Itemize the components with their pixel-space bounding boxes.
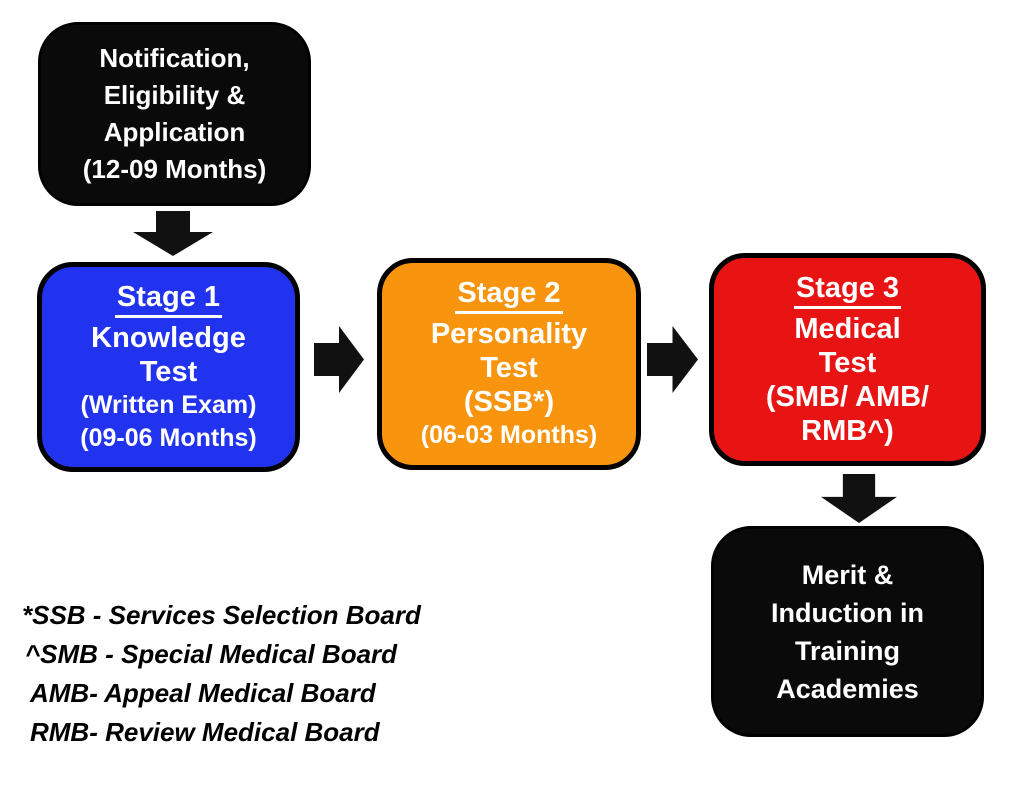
merit-line: Induction in [771,597,924,628]
stage2-title: Stage 2 [455,276,563,314]
legend-line-amb: AMB- Appeal Medical Board [30,678,376,708]
merit-line: Academies [776,673,919,704]
notification-line: Notification, [99,43,250,73]
stage3-title: Stage 3 [793,271,902,309]
abbreviation-legend: *SSB - Services Selection Board ^SMB - S… [22,596,421,752]
stage1-title-text: Stage 1 [114,280,223,318]
stage2-line: (06-03 Months) [420,421,598,449]
stage3-line: Test [818,347,877,379]
merit-line: Training [794,635,900,666]
legend-line-rmb: RMB- Review Medical Board [30,717,380,747]
legend-line-smb: ^SMB - Special Medical Board [25,639,398,669]
stage2-line: (SSB*) [463,386,555,418]
arrow-down-icon [821,474,897,523]
notification-box: Notification, Eligibility & Application … [38,22,311,206]
stage3-title-text: Stage 3 [793,271,902,309]
merit-line: Merit & [801,559,894,590]
stage1-line: (09-06 Months) [80,423,257,452]
stage3-line: Medical [794,313,901,345]
stage3-box: Stage 3 Medical Test (SMB/ AMB/ RMB^) [709,253,986,466]
stage2-box: Stage 2 Personality Test (SSB*) (06-03 M… [377,258,641,470]
stage1-line: (Written Exam) [80,390,257,419]
merit-induction-box: Merit & Induction in Training Academies [711,526,984,737]
legend-line-ssb: *SSB - Services Selection Board [22,600,421,630]
arrow-right-icon [647,326,698,393]
stage1-title: Stage 1 [114,280,223,318]
stage2-line: Test [480,352,538,384]
stage2-line: Personality [430,318,588,350]
stage3-line: RMB^) [801,415,894,447]
arrow-down-icon [133,211,213,256]
stage1-line: Knowledge [91,321,246,354]
arrow-right-icon [314,326,364,393]
stage1-line: Test [139,355,198,388]
notification-line: Eligibility & [103,80,246,110]
stage1-box: Stage 1 Knowledge Test (Written Exam) (0… [37,262,300,472]
stage2-title-text: Stage 2 [455,276,563,314]
stage3-line: (SMB/ AMB/ [765,381,930,413]
notification-line: (12-09 Months) [82,154,267,184]
notification-line: Application [103,117,246,147]
